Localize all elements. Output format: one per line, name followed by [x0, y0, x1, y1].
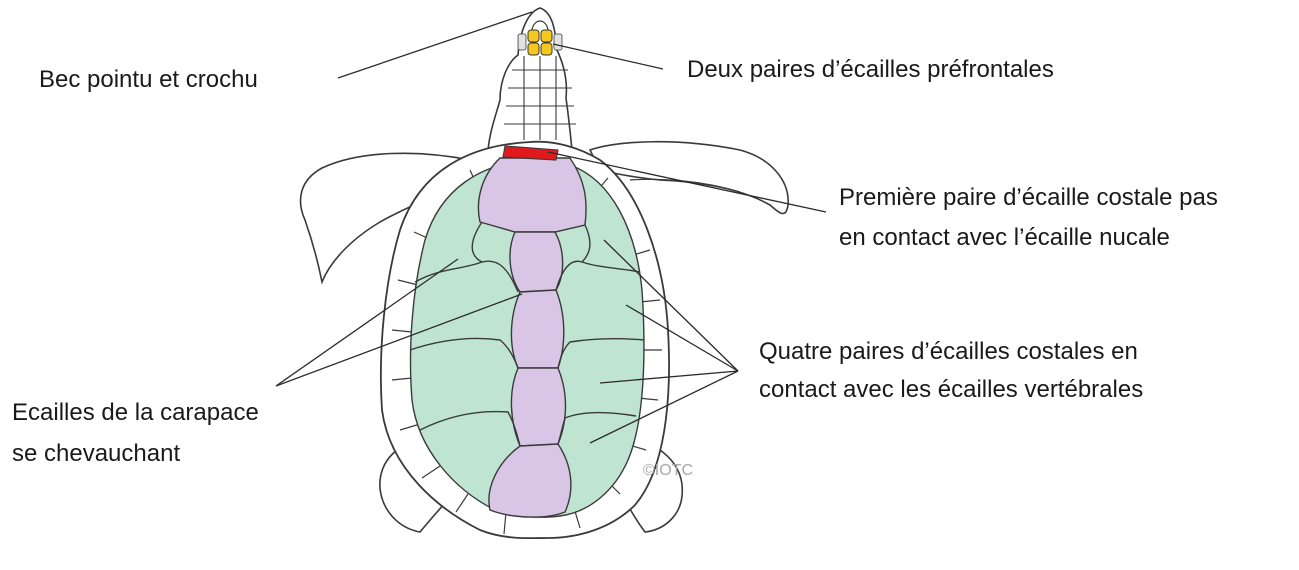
copyright-mark: ©IOTC	[643, 462, 693, 480]
label-overlap-line2: se chevauchant	[12, 438, 180, 470]
head-neck	[488, 8, 572, 150]
label-four-costal-line1: Quatre paires d’écailles costales en	[759, 336, 1138, 368]
label-beak: Bec pointu et crochu	[39, 64, 258, 96]
label-prefrontal: Deux paires d’écailles préfrontales	[687, 54, 1054, 86]
label-four-costal-line2: contact avec les écailles vertébrales	[759, 374, 1143, 406]
label-overlap-line1: Ecailles de la carapace	[12, 397, 259, 429]
label-first-costal-line2: en contact avec l’écaille nucale	[839, 222, 1170, 254]
label-first-costal-line1: Première paire d’écaille costale pas	[839, 182, 1218, 214]
leader-beak	[338, 12, 532, 78]
leader-prefrontal	[553, 44, 663, 69]
